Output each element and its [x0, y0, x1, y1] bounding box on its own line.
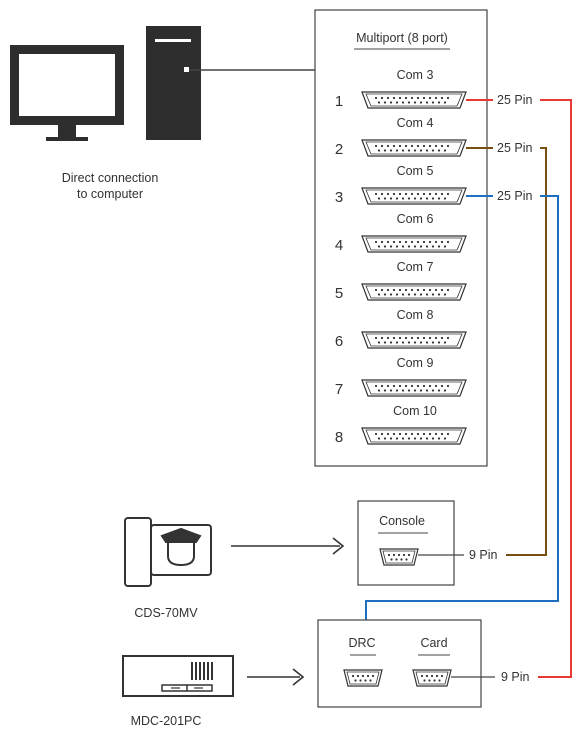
card-label: Card — [420, 636, 447, 650]
port-number: 7 — [335, 381, 343, 398]
drc-card-box — [317, 619, 482, 708]
cable-label-port3: 25 Pin — [497, 189, 532, 203]
cds-arrow-head — [332, 537, 345, 555]
db9-console-connector — [379, 548, 419, 566]
port-number: 8 — [335, 429, 343, 446]
computer-tower-icon — [146, 26, 201, 140]
db25-port-connector — [361, 427, 467, 445]
port-label: Com 4 — [397, 116, 434, 130]
port-number: 4 — [335, 237, 343, 254]
port-number: 6 — [335, 333, 343, 350]
drc-label: DRC — [348, 636, 375, 650]
console-title: Console — [379, 514, 425, 528]
computer-caption-line2: to computer — [77, 187, 143, 201]
port-label: Com 5 — [397, 164, 434, 178]
console-pin-label: 9 Pin — [469, 548, 498, 562]
guard-icon — [160, 527, 202, 567]
db25-port-connector — [361, 139, 467, 157]
intercom-phone-icon — [124, 517, 212, 587]
port-number: 5 — [335, 285, 343, 302]
db9-drc-connector — [343, 669, 383, 687]
port-number: 3 — [335, 189, 343, 206]
port-number: 2 — [335, 141, 343, 158]
db25-port-connector — [361, 331, 467, 349]
brown-cable-line — [506, 147, 547, 556]
cable-label-port2: 25 Pin — [497, 141, 532, 155]
cds-label: CDS-70MV — [134, 606, 198, 620]
db9-card-connector — [412, 669, 452, 687]
card-pin-label: 9 Pin — [501, 670, 530, 684]
multiport-title: Multiport (8 port) — [356, 31, 448, 45]
port-number: 1 — [335, 93, 343, 110]
port-label: Com 6 — [397, 212, 434, 226]
db25-port-connector — [361, 379, 467, 397]
db25-port-connector — [361, 283, 467, 301]
port-label: Com 3 — [397, 68, 434, 82]
port-label: Com 8 — [397, 308, 434, 322]
port-label: Com 10 — [393, 404, 437, 418]
port-label: Com 9 — [397, 356, 434, 370]
mdc-label: MDC-201PC — [131, 714, 202, 728]
mdc-arrow-head — [292, 668, 305, 686]
computer-caption-line1: Direct connection — [62, 171, 159, 185]
blue-cable-line — [365, 195, 559, 632]
card-reader-device-icon — [122, 655, 234, 697]
db25-port-connector — [361, 91, 467, 109]
cable-label-port1: 25 Pin — [497, 93, 532, 107]
red-cable-line — [538, 99, 572, 678]
monitor-icon — [10, 45, 124, 141]
port-label: Com 7 — [397, 260, 434, 274]
db25-port-connector — [361, 187, 467, 205]
console-box — [357, 500, 455, 586]
db25-port-connector — [361, 235, 467, 253]
